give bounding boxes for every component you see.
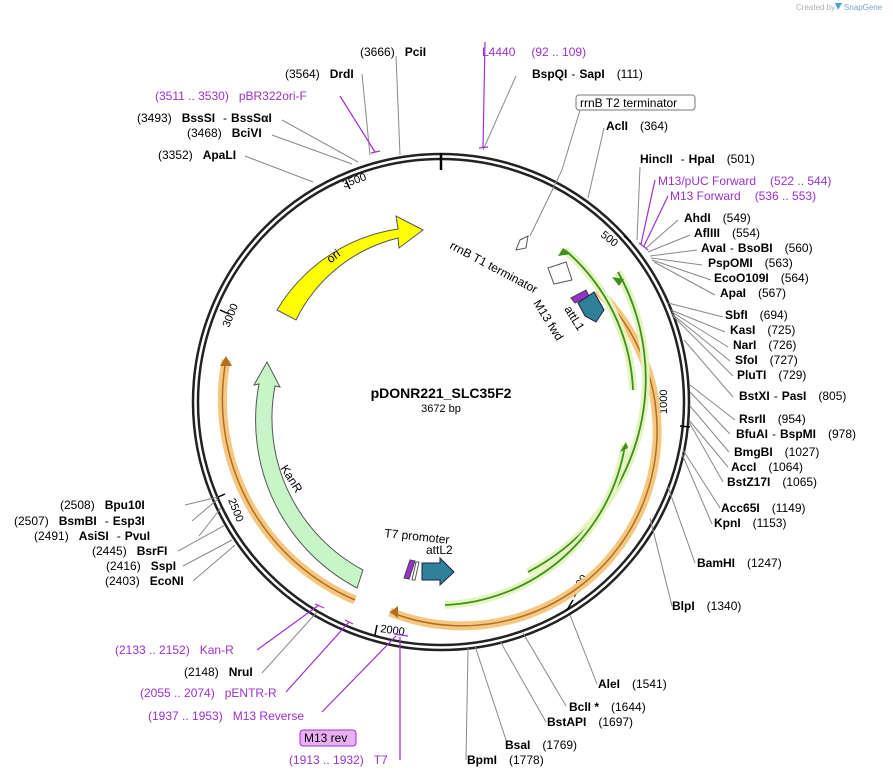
- insert-arcs: [217, 246, 662, 631]
- site-sspi: (2416)SspI: [106, 559, 176, 573]
- site-econi: (2403)EcoNI: [105, 574, 184, 588]
- ori-feature: [276, 215, 424, 321]
- primer-pentr-r: (2055 .. 2074)pENTR-R: [140, 686, 277, 700]
- attl1-feature: [577, 291, 605, 323]
- primer-pbr322ori-f: (3511 .. 3530)pBR322ori-F: [155, 89, 307, 103]
- site-bsai: BsaI(1769): [505, 738, 577, 752]
- site-acci: AccI(1064): [731, 460, 803, 474]
- site-afliii: AflIII(554): [694, 226, 760, 240]
- kanr-feature: [253, 360, 364, 589]
- site-asisi: (2491)AsiSI-PvuI: [34, 529, 150, 543]
- plasmid-length: 3672 bp: [421, 403, 461, 415]
- site-pluti: PluTI(729): [737, 368, 806, 382]
- m13-rev-label: M13 rev: [304, 731, 347, 745]
- m13-rev-box: [299, 729, 357, 747]
- site-apali: (3352)ApaLI: [158, 148, 236, 162]
- site-acli: AclI(364): [606, 119, 668, 133]
- site-bpu10i: (2508)Bpu10I: [60, 498, 145, 512]
- leader-lines: [177, 55, 736, 761]
- primer-labels: L4440(92 .. 109) (3511 .. 3530)pBR322ori…: [115, 45, 831, 767]
- site-rsrii: RsrII(954): [739, 412, 806, 426]
- site-avai: AvaI-BsoBI(560): [701, 241, 813, 255]
- primer-t7: (1913 .. 1932)T7: [289, 753, 388, 767]
- site-pcii: (3666)PciI: [360, 45, 426, 59]
- site-bcli: BclI *(1644): [569, 700, 646, 714]
- brand-text: SnapGene: [844, 3, 883, 12]
- rrnb-t2-box: [575, 94, 696, 111]
- site-sbfi: SbfI(694): [725, 308, 788, 322]
- credit-text: Created by: [796, 3, 835, 12]
- site-hincii: HincII-HpaI(501): [640, 152, 755, 166]
- site-bcivi: (3468)BciVI: [187, 126, 262, 140]
- primer-marks: [256, 41, 669, 760]
- site-kpni: KpnI(1153): [714, 516, 786, 530]
- snapgene-logo-icon: [835, 3, 842, 10]
- site-bpmi: BpmI(1778): [467, 753, 544, 767]
- scale-ticks: [215, 180, 691, 636]
- primer-m13-puc-forward: M13/pUC Forward(522 .. 544): [658, 174, 831, 188]
- primer-m13-forward: M13 Forward(536 .. 553): [670, 189, 816, 203]
- rrnb-t2-label: rrnB T2 terminator: [580, 96, 677, 110]
- right-site-labels: (3666)PciI BspQI-SapI(111) AclI(364) Hin…: [360, 45, 856, 767]
- site-bsrfi: (2445)BsrFI: [92, 544, 167, 558]
- rrnb-t2-terminator-feature: [515, 235, 529, 251]
- backbone: [191, 152, 691, 652]
- site-bmgbi: BmgBI(1027): [734, 445, 819, 459]
- site-bspqi: BspQI-SapI(111): [532, 67, 643, 81]
- primer-kan-r: (2133 .. 2152)Kan-R: [115, 643, 234, 657]
- site-bstxi: BstXI-PasI(805): [739, 389, 846, 403]
- site-alei: AleI(1541): [598, 677, 667, 691]
- site-bamhi: BamHI(1247): [697, 556, 782, 570]
- tick-label-2000: 2000: [380, 623, 406, 638]
- tick-label-500: 500: [598, 229, 620, 250]
- left-site-labels: (3564)DrdI (3493)BssSI-BssSαI (3468)BciV…: [14, 67, 354, 679]
- t7-promoter-feature: [403, 559, 420, 581]
- attl2-label: attL2: [426, 543, 453, 557]
- site-ahdi: AhdI(549): [684, 211, 751, 225]
- tick-label-3000: 3000: [221, 302, 241, 329]
- site-bstapi: BstAPI(1697): [547, 715, 633, 729]
- site-bstz17i: BstZ17I(1065): [727, 475, 817, 489]
- rrnb-t1-terminator-feature: [547, 261, 573, 285]
- primer-l4440: L4440(92 .. 109): [482, 45, 586, 59]
- site-pspomi: PspOMI(563): [708, 256, 793, 270]
- site-nrui: (2148)NruI: [184, 665, 253, 679]
- plasmid-name: pDONR221_SLC35F2: [371, 385, 512, 401]
- site-apai: ApaI(567): [720, 286, 786, 300]
- site-bsmbi: (2507)BsmBI-Esp3I: [14, 514, 145, 528]
- tick-label-1000: 1000: [658, 390, 670, 414]
- rrnb-t2-leader: [529, 109, 581, 237]
- m13-fwd-label: M13 fwd: [530, 297, 566, 343]
- site-kasi: KasI(725): [730, 323, 795, 337]
- t7-promoter-label: T7 promoter: [384, 526, 450, 547]
- site-drdi: (3564)DrdI: [285, 67, 354, 81]
- site-sfoi: SfoI(727): [735, 353, 798, 367]
- site-bfuai: BfuAI-BspMI(978): [736, 427, 856, 441]
- attl2-feature: [421, 556, 455, 587]
- primer-m13-reverse: (1937 .. 1953)M13 Reverse: [148, 709, 304, 723]
- site-bsssi: (3493)BssSI-BssSαI: [137, 111, 272, 125]
- site-nari: NarI(726): [733, 338, 796, 352]
- site-ecoo109i: EcoO109I(564): [714, 271, 809, 285]
- site-blpi: BlpI(1340): [672, 599, 741, 613]
- site-acc65i: Acc65I(1149): [721, 501, 806, 515]
